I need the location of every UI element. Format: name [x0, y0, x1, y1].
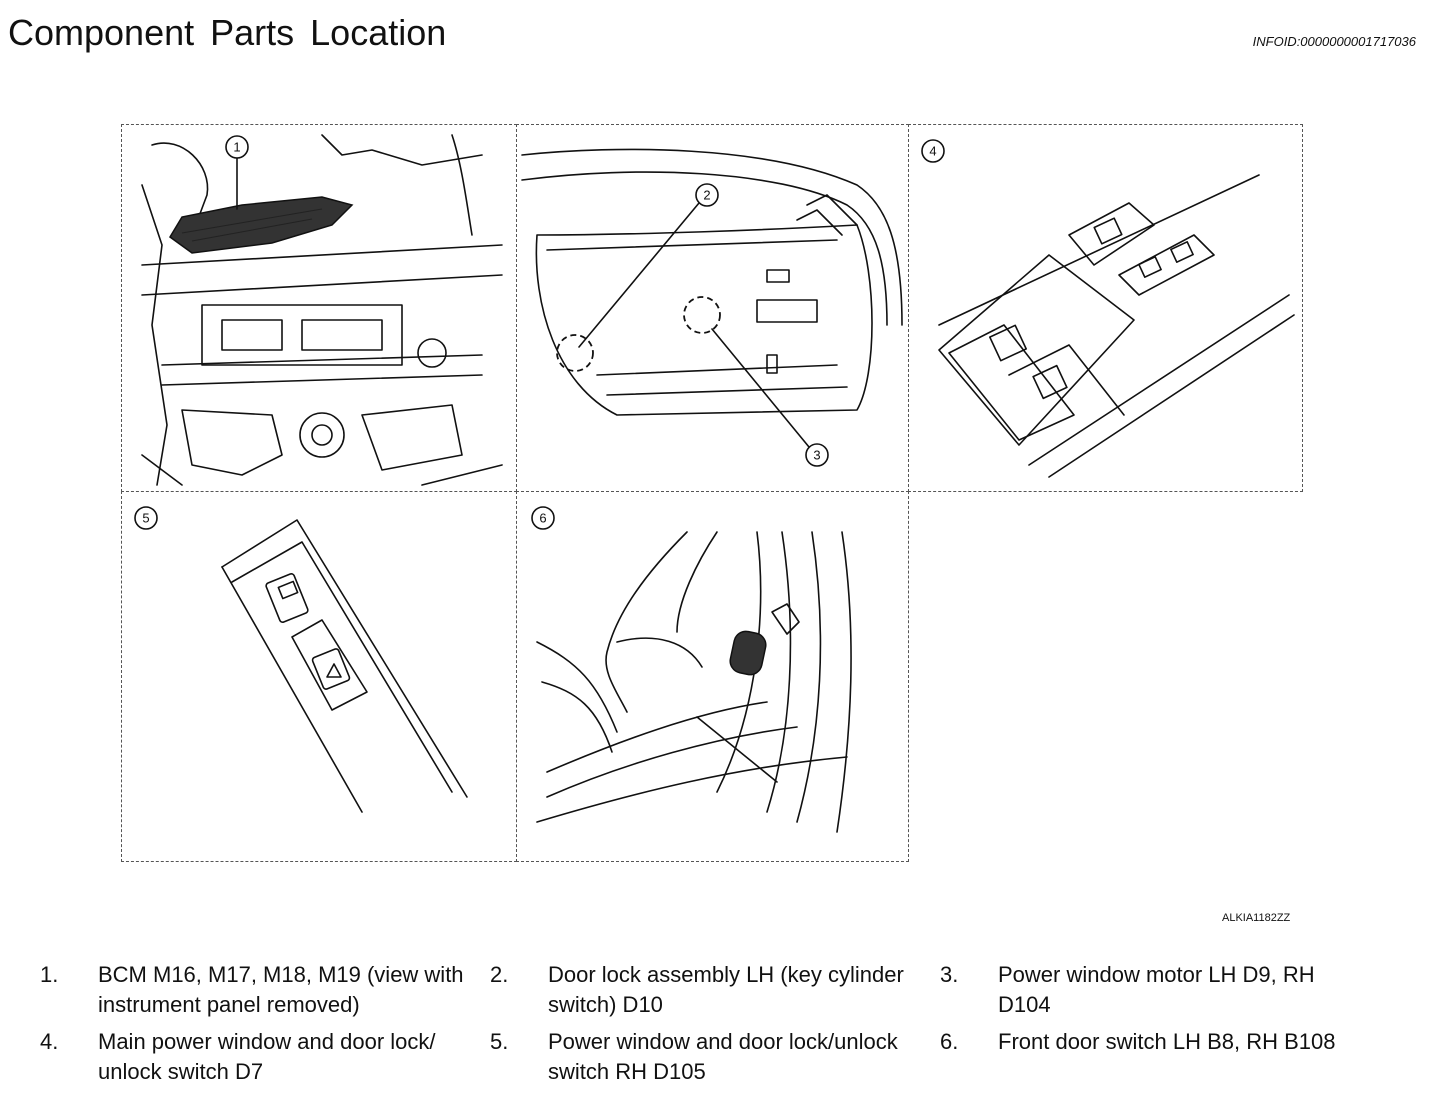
- svg-text:6: 6: [539, 511, 546, 526]
- callout-2: 2: [695, 183, 719, 207]
- legend-number: 6.: [940, 1029, 959, 1054]
- callout-1: 1: [225, 135, 249, 159]
- callout-4: 4: [921, 139, 945, 163]
- key-cylinder-highlight: [556, 334, 594, 372]
- panel-door-switch: 6: [516, 491, 909, 862]
- panel-rh-switch: 5: [121, 491, 517, 862]
- bcm-unit: [169, 196, 354, 254]
- panel-main-switch: 4: [908, 124, 1303, 492]
- main-switch-illustration: 4: [921, 139, 1295, 478]
- svg-text:5: 5: [142, 511, 149, 526]
- legend-text: Front door switch LH B8, RH B108: [998, 1029, 1336, 1054]
- page-title: Component Parts Location: [8, 12, 447, 53]
- info-id: INFOID:0000000001717036: [1252, 34, 1416, 49]
- legend-number: 2.: [490, 962, 509, 987]
- legend-text: Power window and door lock/unlock switch…: [548, 1029, 898, 1084]
- legend-number: 4.: [40, 1029, 59, 1054]
- svg-text:1: 1: [233, 140, 240, 155]
- legend-number: 5.: [490, 1029, 509, 1054]
- rh-switch-illustration: 5: [134, 506, 468, 813]
- legend-number: 3.: [940, 962, 959, 987]
- window-motor-highlight: [683, 296, 721, 334]
- panel-bcm: 1: [121, 124, 517, 492]
- component-location-figure: 1 2 3: [121, 124, 1303, 862]
- svg-text:3: 3: [813, 448, 820, 463]
- door-switch-button: [729, 630, 767, 676]
- panel-door: 2 3: [516, 124, 909, 492]
- figure-code: ALKIA1182ZZ: [1222, 912, 1291, 924]
- legend-text: BCM M16, M17, M18, M19 (view with instru…: [98, 962, 464, 1017]
- legend-text: Main power window and door lock/ unlock …: [98, 1029, 436, 1084]
- svg-text:2: 2: [703, 188, 710, 203]
- legend-text: Power window motor LH D9, RH D104: [998, 962, 1315, 1017]
- callout-5: 5: [134, 506, 158, 530]
- legend-text: Door lock assembly LH (key cylinder swit…: [548, 962, 904, 1017]
- callout-3: 3: [805, 443, 829, 467]
- legend-number: 1.: [40, 962, 59, 987]
- bcm-illustration: 1: [141, 134, 503, 486]
- door-switch-illustration: 6: [531, 506, 852, 833]
- callout-6: 6: [531, 506, 555, 530]
- svg-text:4: 4: [929, 144, 936, 159]
- door-illustration: 2 3: [521, 148, 903, 467]
